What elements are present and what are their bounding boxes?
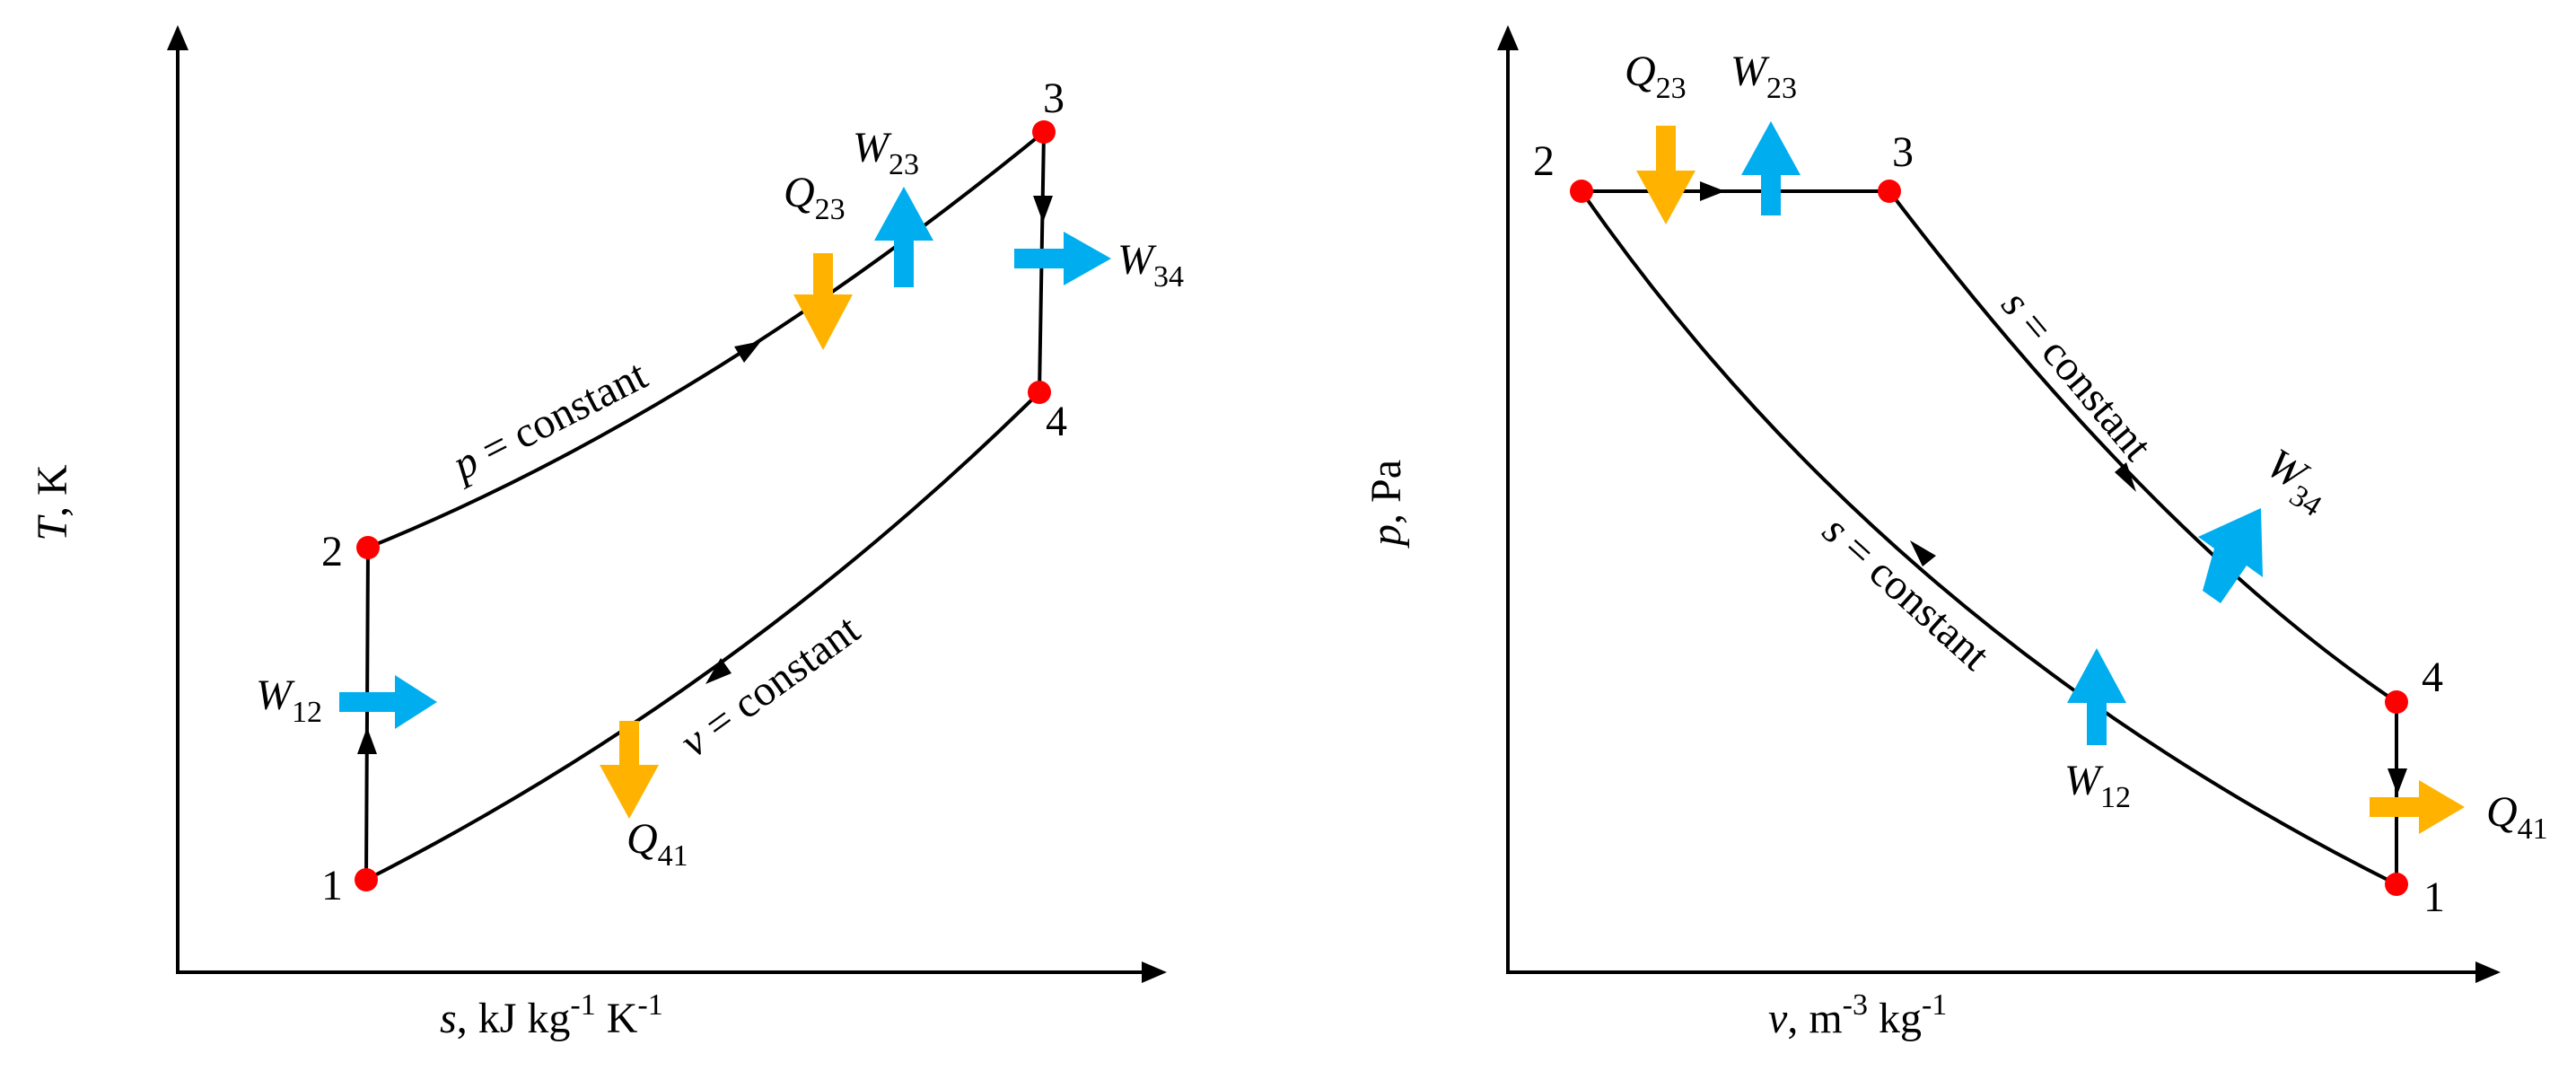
ts-direction-arrow-2-3 xyxy=(734,341,761,363)
ts-diagram: T, K s, kJ kg-1 K-1 1 2 3 4 xyxy=(29,25,1184,1042)
ts-state-label-2: 2 xyxy=(321,528,343,575)
ts-state-point-1 xyxy=(355,868,378,891)
pv-w34-arrow xyxy=(2198,508,2263,603)
pv-w12-arrow xyxy=(2067,648,2126,745)
pv-axes xyxy=(1497,25,2501,983)
ts-state-point-4 xyxy=(1028,381,1051,404)
pv-direction-arrow-3-4 xyxy=(2115,462,2136,492)
ts-constant-volume-label: v = constant xyxy=(671,605,869,767)
ts-process-curves xyxy=(364,130,1046,882)
pv-state-label-1: 1 xyxy=(2423,873,2445,921)
pv-w34-label: W34 xyxy=(2253,439,2340,522)
ts-process-1-2 xyxy=(364,547,370,881)
ts-y-axis-label: T, K xyxy=(29,464,76,541)
ts-state-label-1: 1 xyxy=(321,862,343,909)
ts-q23-label: Q23 xyxy=(784,169,846,226)
pv-y-axis-arrowhead xyxy=(1497,25,1519,50)
pv-w12-label: W12 xyxy=(2064,757,2131,814)
ts-process-2-3 xyxy=(367,130,1046,549)
pv-isentropic-expansion-label: s = constant xyxy=(1993,281,2162,470)
pv-direction-arrowheads xyxy=(1700,181,2407,794)
pv-state-label-4: 4 xyxy=(2422,654,2443,701)
pv-isentropic-compression-label: s = constant xyxy=(1814,506,2000,680)
pv-q23-arrow xyxy=(1636,126,1695,224)
pv-state-point-3 xyxy=(1878,180,1901,203)
ts-state-label-3: 3 xyxy=(1043,75,1065,122)
ts-w34-arrow xyxy=(1014,232,1111,285)
ts-state-point-3 xyxy=(1032,120,1056,144)
ts-y-axis-arrowhead xyxy=(167,25,188,50)
pv-state-point-1 xyxy=(2385,873,2408,896)
ts-axes xyxy=(167,25,1167,983)
ts-w34-label: W34 xyxy=(1117,236,1184,294)
pv-q41-label: Q41 xyxy=(2486,788,2548,846)
ts-state-point-2 xyxy=(356,536,380,559)
pv-direction-arrow-4-1 xyxy=(2388,768,2407,794)
pv-y-axis-label: p, Pa xyxy=(1362,460,1410,549)
pv-x-axis-arrowhead xyxy=(2475,961,2501,983)
ts-q23-arrow xyxy=(793,253,853,350)
ts-state-label-4: 4 xyxy=(1046,398,1067,445)
ts-w23-arrow xyxy=(874,187,933,287)
pv-q23-label: Q23 xyxy=(1625,48,1687,105)
pv-state-point-4 xyxy=(2385,690,2408,714)
ts-w12-label: W12 xyxy=(256,672,322,729)
pv-process-3-4 xyxy=(1888,189,2398,704)
ts-w23-label: W23 xyxy=(853,124,919,181)
pv-x-axis-label: v, m-3 kg-1 xyxy=(1768,988,1947,1042)
pv-state-label-2: 2 xyxy=(1533,137,1555,185)
pv-process-1-2 xyxy=(1580,189,2397,886)
pv-w23-label: W23 xyxy=(1730,48,1797,105)
ts-x-axis-label: s, kJ kg-1 K-1 xyxy=(440,988,663,1042)
pv-q41-arrow xyxy=(2370,780,2465,834)
ts-state-points xyxy=(355,120,1056,891)
ts-x-axis-arrowhead xyxy=(1142,961,1167,983)
pv-w23-arrow xyxy=(1741,121,1801,215)
ts-direction-arrow-3-4 xyxy=(1033,196,1053,223)
pv-process-curves xyxy=(1580,189,2398,886)
pv-state-point-2 xyxy=(1570,180,1593,203)
ts-constant-pressure-label: p = constant xyxy=(442,351,655,491)
pv-state-label-3: 3 xyxy=(1892,128,1914,176)
ts-q41-label: Q41 xyxy=(626,815,688,873)
pv-diagram: p, Pa v, m-3 kg-1 1 2 3 4 s = const xyxy=(1362,25,2548,1042)
ts-direction-arrow-1-2 xyxy=(357,727,377,754)
ts-direction-arrowheads xyxy=(357,196,1053,754)
ts-q41-arrow xyxy=(600,721,659,819)
pv-state-points xyxy=(1570,180,2408,896)
pv-direction-arrow-2-3 xyxy=(1700,181,1725,201)
pv-direction-arrow-1-2 xyxy=(1910,540,1936,566)
ts-w12-arrow xyxy=(339,675,437,729)
ts-direction-arrow-4-1 xyxy=(705,658,732,684)
